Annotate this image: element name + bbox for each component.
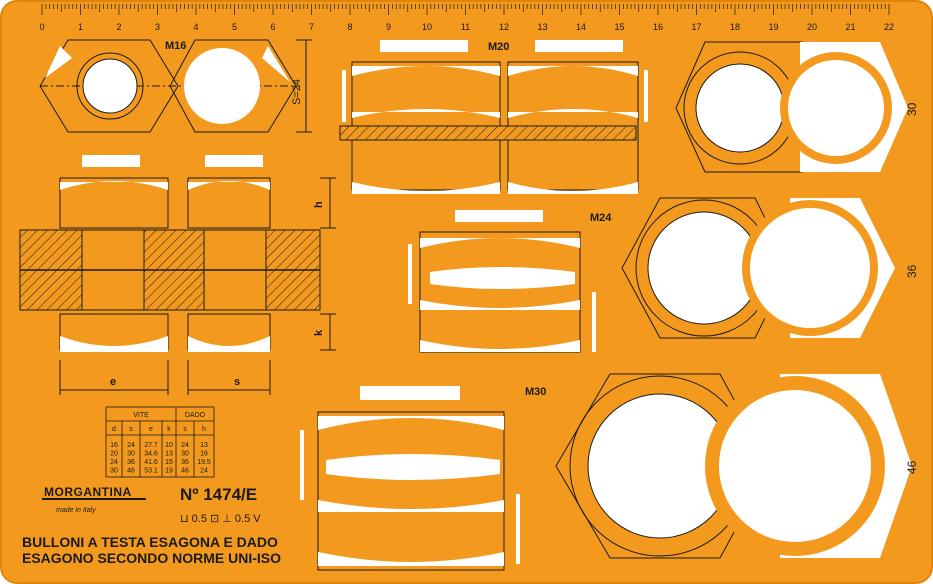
table-cell: 41.6 bbox=[144, 459, 158, 466]
brand-made-in: made in Italy bbox=[56, 507, 96, 514]
e-dimension bbox=[59, 360, 169, 395]
table-group-vite: VITE bbox=[133, 412, 149, 419]
ruler-label: 17 bbox=[691, 22, 701, 32]
table-group-dado: DADO bbox=[185, 412, 206, 419]
m16-hex-cutout-left bbox=[45, 46, 72, 78]
table-cell: 19 bbox=[165, 468, 173, 475]
m20-side-view bbox=[339, 40, 648, 194]
label-m30: M30 bbox=[525, 386, 546, 398]
table-cell: 34.6 bbox=[144, 451, 158, 458]
ruler-label: 12 bbox=[499, 22, 509, 32]
table-cell: 27.7 bbox=[144, 442, 158, 449]
ruler-label: 16 bbox=[653, 22, 663, 32]
table-frame bbox=[105, 406, 215, 478]
m16-side-view bbox=[19, 155, 321, 352]
dimension-table: d s e k s h VITE DADO 16 24 27.7 10 24 13 20 30 34.6 13 30… bbox=[105, 406, 215, 478]
table-cell: 19.5 bbox=[197, 459, 211, 466]
table-cell: 46 bbox=[127, 468, 135, 475]
table-cell: 30 bbox=[181, 451, 189, 458]
label-side-36: 36 bbox=[905, 264, 919, 278]
table-cell: 16 bbox=[110, 442, 118, 449]
table-cell: 10 bbox=[165, 442, 173, 449]
label-e: e bbox=[110, 376, 116, 388]
title-line-1: BULLONI A TESTA ESAGONA E DADO bbox=[22, 534, 278, 550]
table-header-cell: e bbox=[149, 426, 153, 433]
table-cell: 24 bbox=[200, 468, 208, 475]
table-cell: 13 bbox=[165, 451, 173, 458]
ruler-label: 7 bbox=[309, 22, 314, 32]
ruler-label: 14 bbox=[576, 22, 586, 32]
label-m24: M24 bbox=[590, 212, 612, 224]
ruler-label: 5 bbox=[232, 22, 237, 32]
table-cell: 36 bbox=[181, 459, 189, 466]
size36-plan-view bbox=[621, 197, 895, 339]
size30-plan-view bbox=[675, 41, 908, 173]
brand-underline bbox=[42, 498, 146, 500]
table-header-cell: d bbox=[112, 426, 116, 433]
s24-dimension bbox=[296, 39, 312, 133]
label-side-30: 30 bbox=[905, 102, 919, 116]
model-number: Nº 1474/E bbox=[180, 485, 257, 504]
size46-plan-view bbox=[555, 373, 912, 559]
m24-side-view bbox=[408, 210, 596, 353]
ruler-label: 11 bbox=[461, 22, 470, 32]
label-k: k bbox=[313, 329, 325, 336]
ruler-label: 2 bbox=[116, 22, 121, 32]
table-cell: 24 bbox=[127, 442, 135, 449]
m16-nut-hole bbox=[184, 48, 260, 124]
table-header-cell: h bbox=[202, 426, 206, 433]
label-s24: S=24 bbox=[291, 79, 303, 105]
ruler-label: 4 bbox=[193, 22, 198, 32]
ruler-label: 22 bbox=[884, 22, 894, 32]
ruler-label: 20 bbox=[807, 22, 817, 32]
s-dimension bbox=[187, 360, 271, 395]
ruler-label: 19 bbox=[768, 22, 778, 32]
label-h: h bbox=[313, 201, 325, 208]
table-header-cell: k bbox=[167, 426, 171, 433]
ruler-label: 15 bbox=[614, 22, 624, 32]
label-m16: M16 bbox=[165, 40, 186, 52]
ruler-label: 3 bbox=[155, 22, 160, 32]
m16-bolt-hole bbox=[82, 58, 138, 114]
table-cell: 53.1 bbox=[144, 468, 158, 475]
table-cell: 36 bbox=[127, 459, 135, 466]
label-side-46: 46 bbox=[905, 460, 919, 474]
ruler-label: 9 bbox=[386, 22, 391, 32]
ruler-label: 18 bbox=[730, 22, 740, 32]
table-cell: 24 bbox=[110, 459, 118, 466]
ruler-label: 13 bbox=[537, 22, 547, 32]
label-s: s bbox=[234, 376, 240, 388]
ruler-label: 1 bbox=[78, 22, 83, 32]
ruler-label: 8 bbox=[347, 22, 352, 32]
table-cell: 30 bbox=[127, 451, 135, 458]
ruler-label: 10 bbox=[422, 22, 432, 32]
label-m20: M20 bbox=[488, 41, 509, 53]
tolerances: ⊔ 0.5 ⊡ ⊥ 0.5 V bbox=[180, 513, 261, 525]
ruler-label: 21 bbox=[845, 22, 855, 32]
title-line-2: ESAGONO SECONDO NORME UNI-ISO bbox=[22, 550, 281, 566]
table-cell: 13 bbox=[200, 442, 208, 449]
h-dimension bbox=[320, 177, 336, 229]
table-header-cell: s bbox=[183, 426, 187, 433]
brand-name: MORGANTINA bbox=[44, 485, 132, 499]
table-cell: 16 bbox=[200, 451, 208, 458]
table-header-cell: s bbox=[129, 426, 133, 433]
k-dimension bbox=[320, 313, 336, 351]
m16-hex-cutout-right bbox=[262, 46, 290, 82]
m30-side-view bbox=[300, 386, 520, 571]
table-cell: 24 bbox=[181, 442, 189, 449]
table-cell: 20 bbox=[110, 451, 118, 458]
ruler-label: 0 bbox=[39, 22, 44, 32]
ruler-label: 6 bbox=[270, 22, 275, 32]
table-cell: 30 bbox=[110, 468, 118, 475]
table-cell: 15 bbox=[165, 459, 173, 466]
table-cell: 46 bbox=[181, 468, 189, 475]
